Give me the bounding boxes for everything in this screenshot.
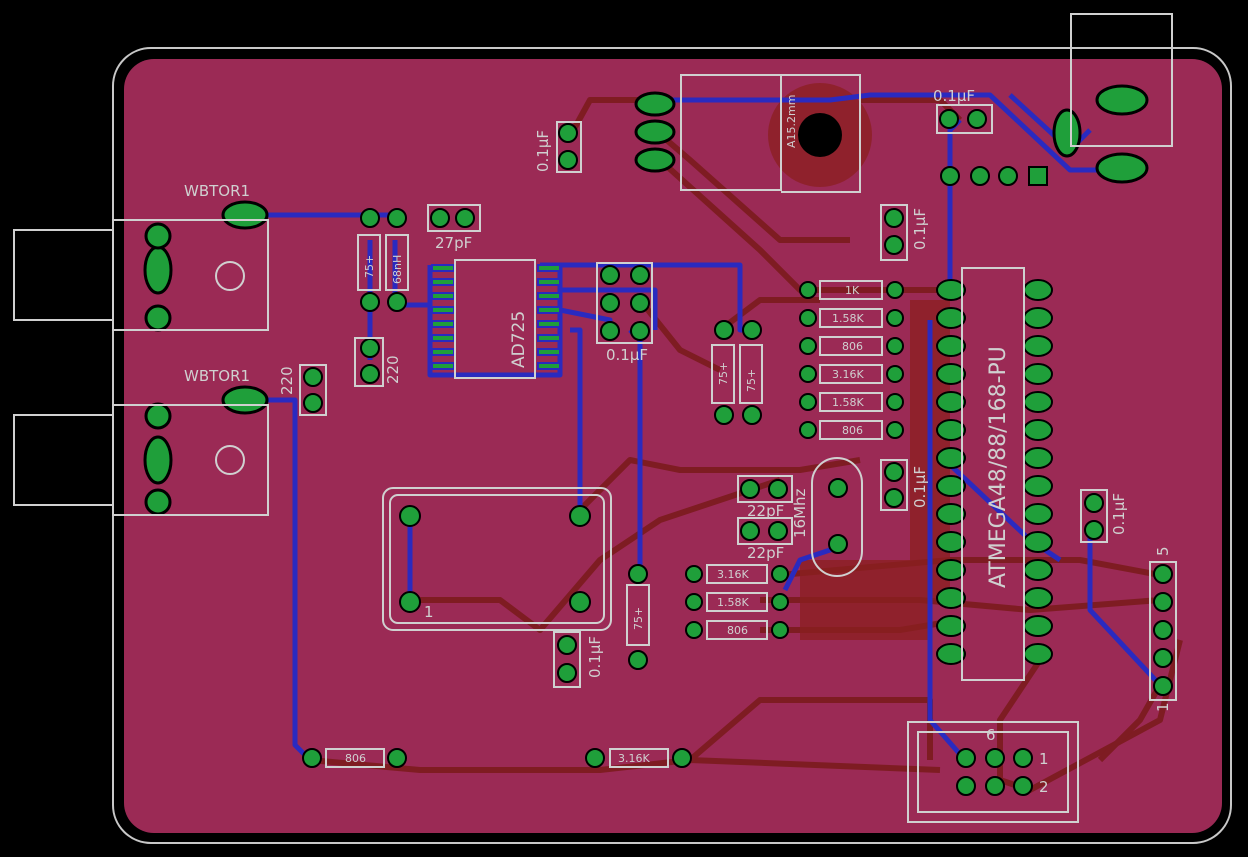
label-r-158a: 1.58K	[832, 312, 864, 325]
label-cap-22a: 22pF	[747, 502, 784, 520]
mcu-pads	[936, 279, 1053, 665]
silkscreen	[13, 13, 1177, 823]
label-jack-top: WBTOR1	[184, 182, 250, 200]
potentiometer-knob-icon	[798, 113, 842, 157]
small-pads	[302, 109, 1173, 796]
label-cap-01-mid: 0.1µF	[606, 346, 648, 364]
label-r-316c: 3.16K	[618, 752, 650, 765]
label-cap-01-bottom: 0.1µF	[586, 636, 604, 678]
label-ic-ad: AD725	[509, 311, 529, 368]
label-r-316b: 3.16K	[717, 568, 749, 581]
label-r-316a: 3.16K	[832, 368, 864, 381]
label-cap-01-mcu: 0.1µF	[911, 466, 929, 508]
label-r-806b: 806	[842, 424, 863, 437]
label-cap-01-far: 0.1µF	[1110, 493, 1128, 535]
label-cap-22b: 22pF	[747, 544, 784, 562]
label-r-806c: 806	[727, 624, 748, 637]
label-cap-01-right: 0.1µF	[911, 208, 929, 250]
label-res-75-c: 75+	[745, 369, 758, 392]
label-res-75-d: 75+	[632, 607, 645, 630]
label-res-75-b: 75+	[717, 362, 730, 385]
label-mcu: ATMEGA48/88/168-PU	[986, 346, 1011, 588]
label-r-806a: 806	[842, 340, 863, 353]
label-xtal: 16Mhz	[791, 488, 809, 538]
label-res-75-a: 75+	[363, 255, 376, 278]
label-hdr-1: 1	[1039, 750, 1049, 768]
through-hole-pads	[143, 84, 1149, 516]
label-res-68: 68nH	[391, 255, 404, 284]
label-r-158c: 1.58K	[717, 596, 749, 609]
label-cap-27: 27pF	[435, 234, 472, 252]
label-hdr-6: 6	[986, 726, 996, 744]
label-jack-bottom: WBTOR1	[184, 367, 250, 385]
label-cap-01-top: 0.1µF	[933, 87, 975, 105]
label-hdr5-1: 1	[1154, 702, 1172, 712]
label-cap-220: 220	[384, 355, 402, 384]
label-hdr-2: 2	[1039, 778, 1049, 796]
label-osc-pin: 1	[424, 603, 434, 621]
label-cap-220b: 220	[278, 366, 296, 395]
label-r-806d: 806	[345, 752, 366, 765]
label-hdr5-5: 5	[1154, 546, 1172, 556]
label-r-158b: 1.58K	[832, 396, 864, 409]
label-r-1k: 1K	[845, 284, 860, 297]
label-pot-size: A15.2mm	[785, 95, 798, 148]
label-cap-tl: 0.1µF	[534, 130, 552, 172]
